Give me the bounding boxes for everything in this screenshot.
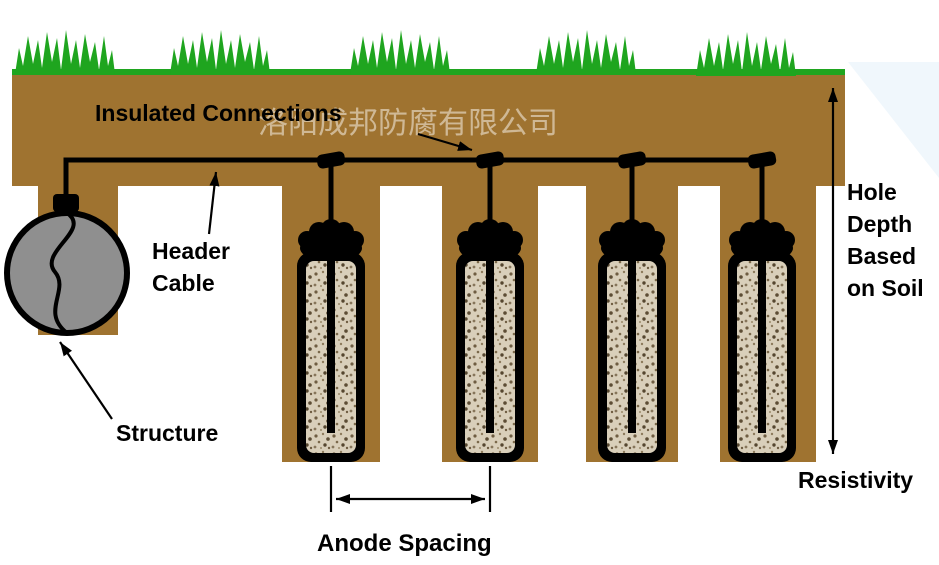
- label-header-cable-line1: Header: [152, 238, 230, 264]
- grass-tuft-2: [170, 30, 270, 74]
- grass-tuft-5: [696, 32, 796, 76]
- header-cable-line: [63, 157, 762, 200]
- structure-cable-lug: [53, 194, 79, 212]
- label-resistivity: Resistivity: [798, 467, 913, 493]
- grass-tuft-4: [536, 30, 636, 74]
- connector-4: [747, 151, 777, 169]
- grass: [12, 30, 845, 76]
- anode-1: [297, 219, 365, 462]
- grass-tuft-1: [15, 30, 115, 74]
- connector-2: [475, 151, 505, 169]
- anode-2: [456, 219, 524, 462]
- structure-arrow: [59, 341, 113, 420]
- anode-3: [598, 219, 666, 462]
- label-hole-depth-line2: Depth: [847, 211, 912, 237]
- label-hole-depth-line1: Hole: [847, 179, 897, 205]
- label-header-cable-line2: Cable: [152, 270, 215, 296]
- watermark-text: 洛阳成邦防腐有限公司: [258, 107, 558, 140]
- grass-tuft-3: [350, 30, 450, 74]
- structure-symbol: [4, 194, 130, 336]
- label-hole-depth-line4: on Soil: [847, 275, 924, 301]
- label-anode-spacing: Anode Spacing: [317, 530, 492, 557]
- label-hole-depth-line3: Based: [847, 243, 916, 269]
- connector-3: [617, 151, 647, 169]
- label-structure: Structure: [116, 420, 218, 446]
- sky-tint: [848, 62, 939, 178]
- connector-1: [316, 151, 346, 169]
- soil-band: [12, 74, 845, 186]
- structure-curve: [49, 211, 76, 335]
- annotation-arrows: [59, 88, 838, 512]
- insulated-connectors: [316, 151, 777, 169]
- structure-circle: [4, 210, 130, 336]
- anode-4: [728, 219, 796, 462]
- labels: Insulated Connections Header Cable Struc…: [95, 100, 924, 557]
- insulated-connections-arrow: [417, 132, 473, 152]
- header-cable-arrow: [207, 171, 220, 235]
- label-insulated-connections: Insulated Connections: [95, 100, 342, 126]
